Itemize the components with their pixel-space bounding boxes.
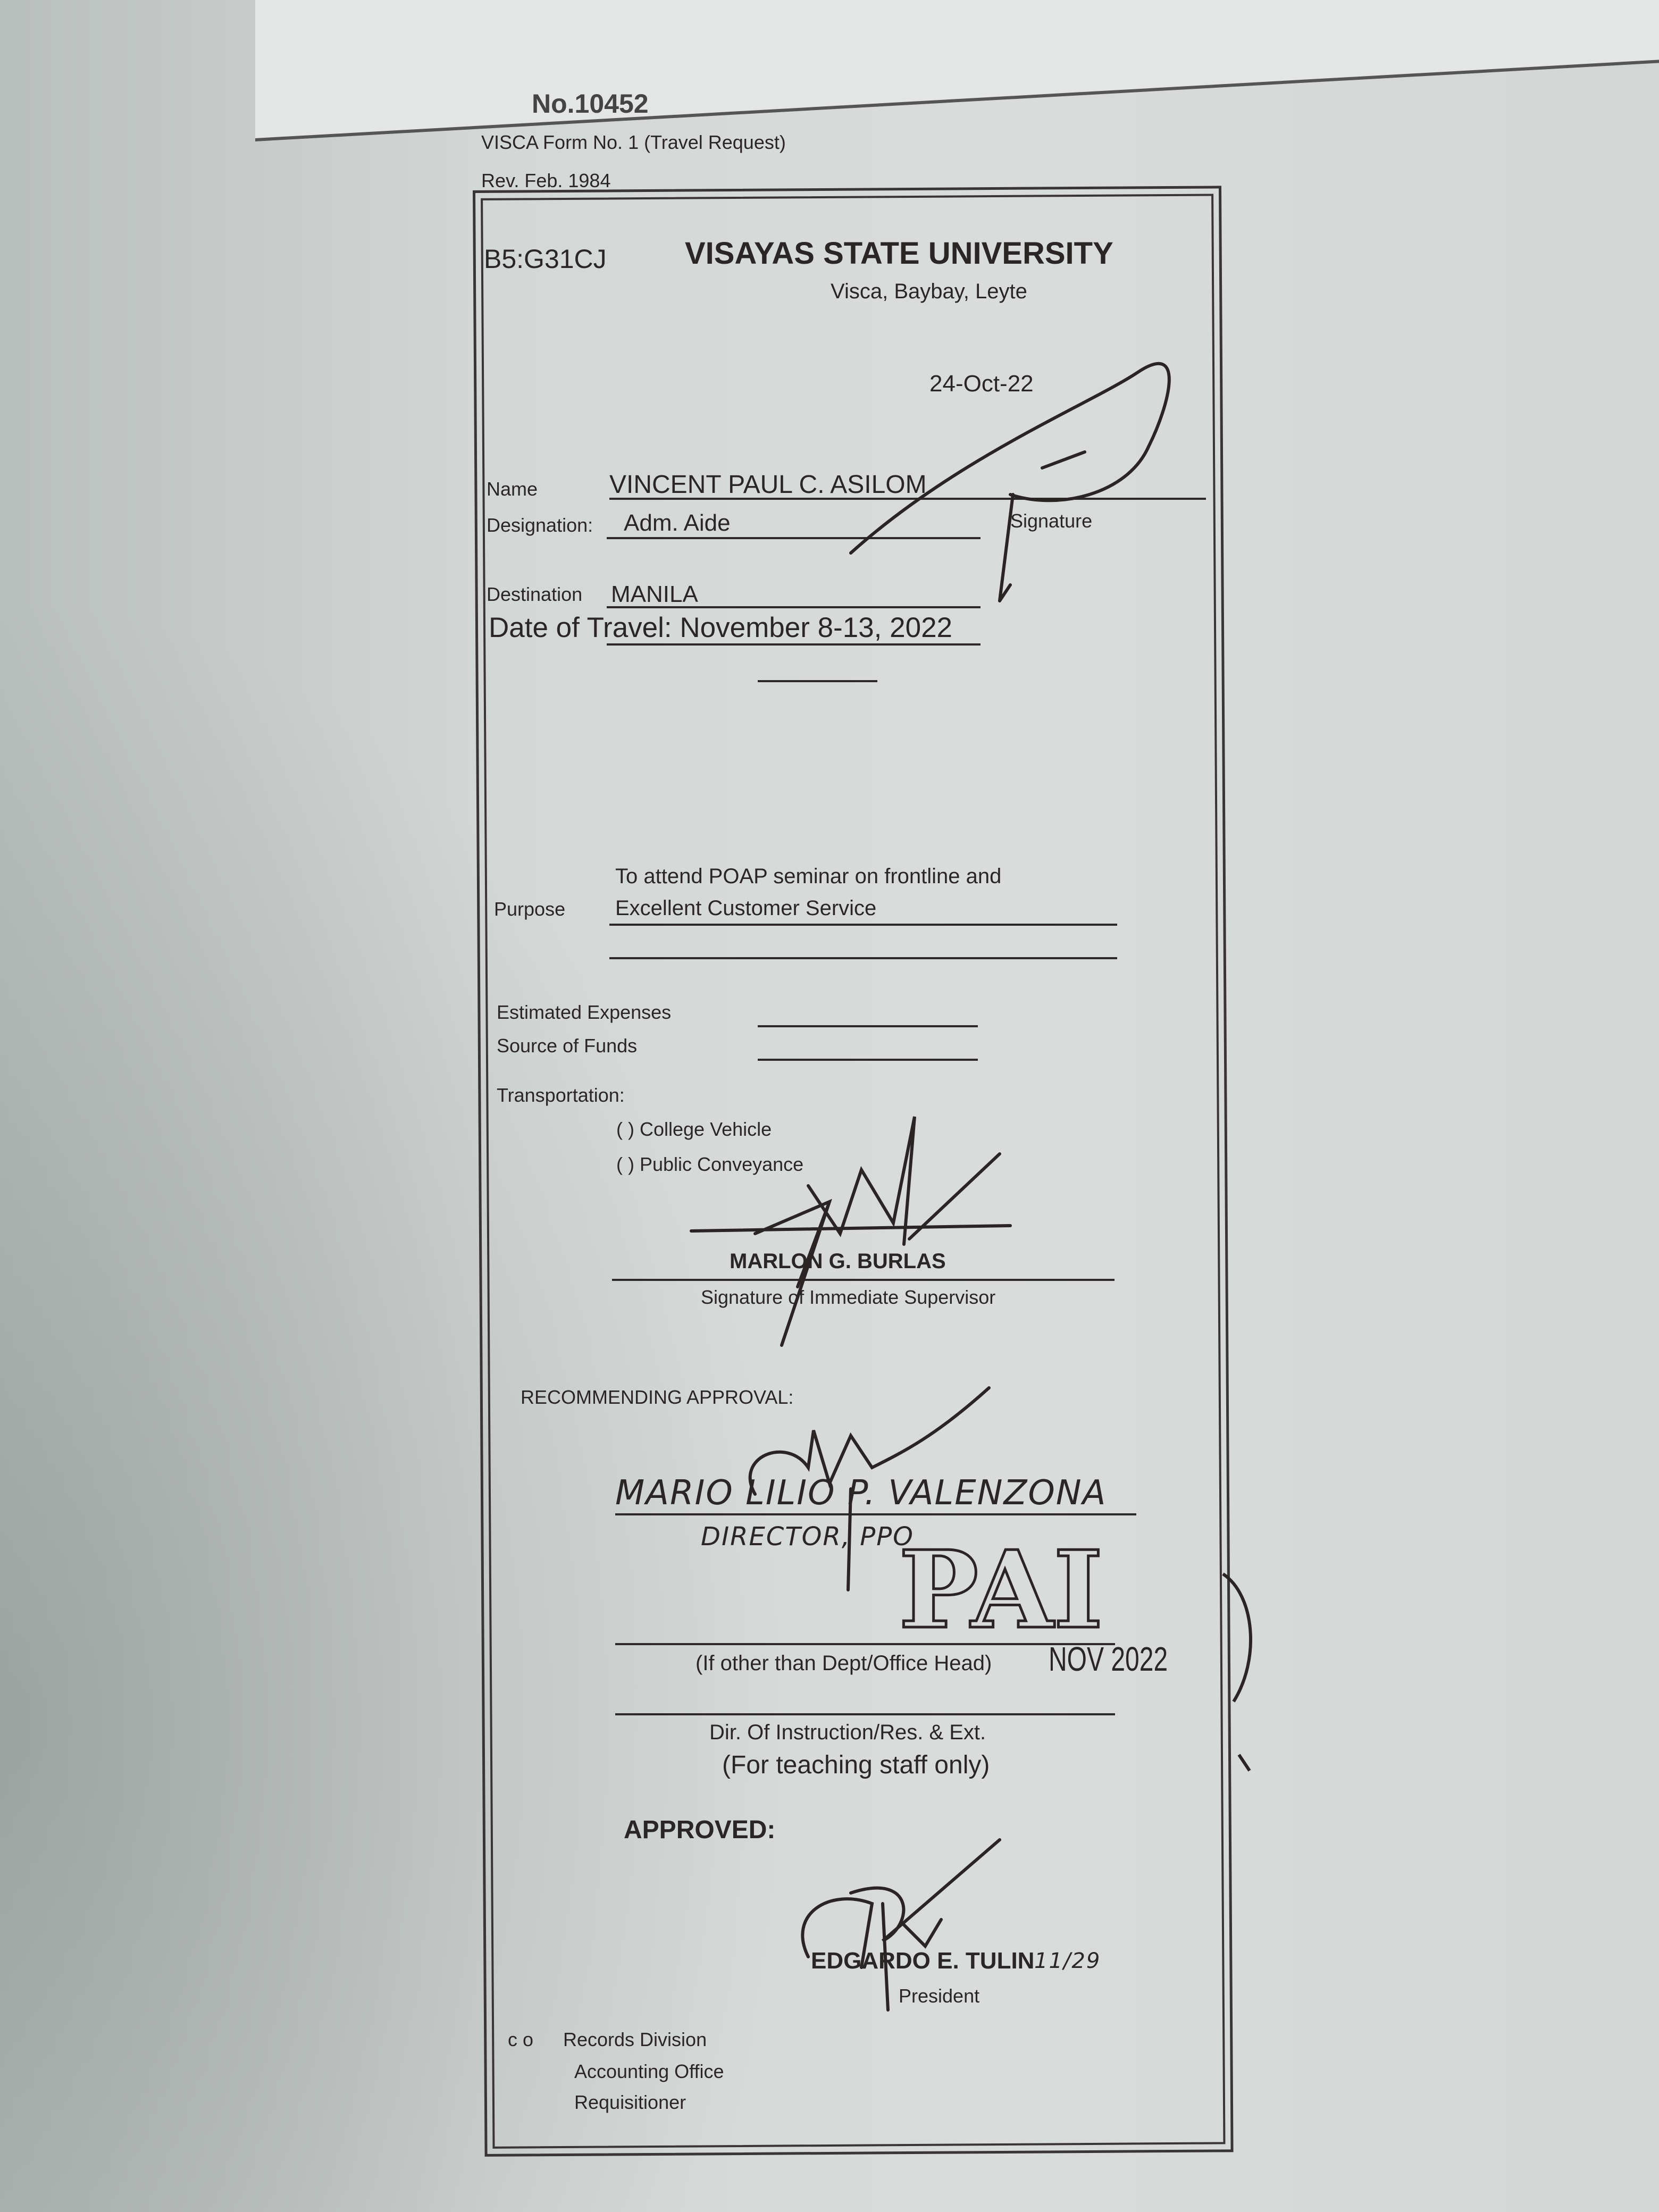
other-head-label: (If other than Dept/Office Head) [696,1652,992,1675]
option-public-conveyance[interactable]: ( ) Public Conveyance [616,1153,804,1175]
destination-underline [607,606,981,608]
funds-label: Source of Funds [497,1035,638,1057]
recommending-label: RECOMMENDING APPROVAL: [521,1386,794,1408]
destination-label: Destination [487,583,583,605]
form-code: B5:G31CJ [484,244,607,274]
supervisor-name: MARLON G. BURLAS [730,1250,946,1273]
supervisor-title: Signature of Immediate Supervisor [701,1286,996,1308]
copies-label: c o [508,2029,534,2050]
supervisor-underline [612,1279,1115,1281]
supervisor-signature [690,1116,1012,1347]
teaching-only-label: (For teaching staff only) [722,1751,990,1779]
recommender-name: MARIO LILIO P. VALENZONA [615,1473,1107,1513]
designation-label: Designation: [487,514,593,536]
designation-underline [607,537,981,539]
expenses-underline [758,1025,978,1027]
requester-signature [849,362,1171,602]
option-college-vehicle[interactable]: ( ) College Vehicle [616,1118,772,1140]
date-of-travel: Date of Travel: November 8-13, 2022 [489,612,953,643]
university-title: VISAYAS STATE UNIVERSITY [685,236,1113,271]
destination-value: MANILA [611,581,698,607]
expenses-label: Estimated Expenses [497,1001,672,1023]
president-signature [801,1838,1001,2012]
dept-head-line [615,1643,1115,1645]
president-name: EDGARDO E. TULIN [811,1948,1035,1974]
signature-label: Signature [1010,510,1093,532]
copy-records: Records Division [563,2029,707,2050]
short-line [758,680,877,682]
revision-date: Rev. Feb. 1984 [481,170,611,191]
dir-instruction-line [615,1713,1115,1715]
transportation-label: Transportation: [497,1084,625,1106]
recommender-title: DIRECTOR, PPO [701,1522,914,1552]
recommender-signature [748,1386,991,1591]
paid-stamp-icon: PAI [898,1527,1252,1772]
stray-number: No.10452 [532,89,649,119]
approved-label: APPROVED: [624,1816,776,1844]
name-value: VINCENT PAUL C. ASILOM [609,471,927,499]
purpose-label: Purpose [494,898,566,920]
travel-underline [607,643,981,646]
copy-requisitioner: Requisitioner [574,2091,686,2113]
copy-accounting: Accounting Office [574,2060,724,2082]
president-title: President [899,1985,980,2007]
dir-instruction-label: Dir. Of Instruction/Res. & Ext. [709,1721,986,1744]
purpose-line-1: To attend POAP seminar on frontline and [615,865,1002,888]
paid-stamp-text: PAI [899,1528,1103,1653]
designation-value: Adm. Aide [624,510,731,536]
purpose-underline-1 [609,924,1117,926]
approval-date-note: 11/29 [1034,1949,1101,1973]
request-date: 24-Oct-22 [929,371,1034,397]
stamp-date: NOV 2022 [1049,1640,1168,1678]
purpose-underline-2 [609,957,1117,959]
recommender-underline [615,1513,1136,1515]
university-address: Visca, Baybay, Leyte [831,280,1027,303]
purpose-line-2: Excellent Customer Service [615,896,877,920]
name-underline [609,498,1206,500]
form-number: VISCA Form No. 1 (Travel Request) [481,131,786,153]
funds-underline [758,1059,978,1061]
name-label: Name [487,478,538,500]
